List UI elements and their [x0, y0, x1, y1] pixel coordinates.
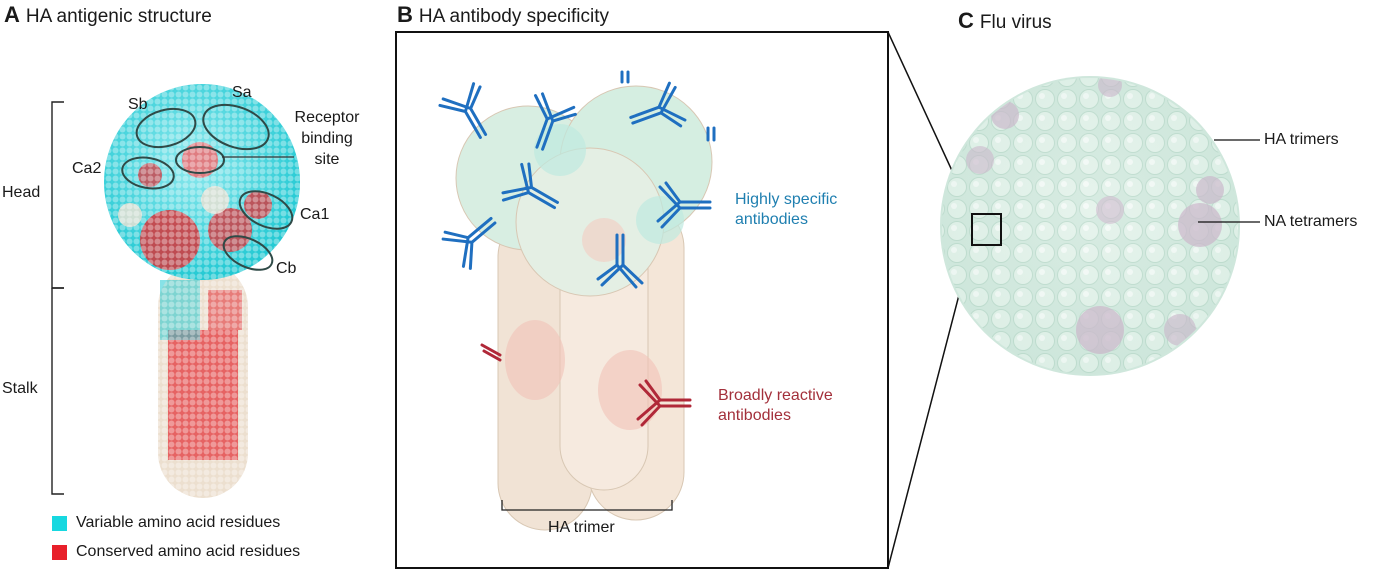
legend-item-variable: Variable amino acid residues: [52, 514, 300, 532]
site-ca2-ellipse: [121, 156, 175, 190]
zoom-line-bottom: [887, 244, 973, 569]
panel-b-title-text: HA antibody specificity: [418, 6, 609, 27]
panel-c-title-text: Flu virus: [979, 12, 1052, 33]
panel-a-letter: A: [4, 2, 20, 27]
broad-antibodies: [480, 343, 692, 427]
site-sa-ellipse: [202, 103, 270, 151]
broad-antibodies-label: Broadly reactive antibodies: [718, 386, 833, 426]
legend-label-variable: Variable amino acid residues: [76, 514, 281, 531]
site-cb-label: Cb: [276, 260, 297, 277]
broad-label-line1: Broadly reactive: [718, 387, 833, 404]
site-ca1-label: Ca1: [300, 206, 330, 223]
legend: Variable amino acid residues Conserved a…: [52, 514, 300, 561]
site-sa-label: Sa: [232, 84, 252, 101]
head-texture: [104, 84, 300, 280]
stalk-bracket: [51, 287, 64, 495]
receptor-label-line2: binding: [301, 130, 353, 147]
site-ca1-ellipse: [238, 190, 294, 230]
site-sb-label: Sb: [128, 96, 148, 113]
broad-label-line2: antibodies: [718, 407, 791, 424]
head-bracket: [51, 101, 64, 289]
legend-label-conserved: Conserved amino acid residues: [76, 543, 301, 560]
na-tetramers-label: NA tetramers: [1264, 213, 1358, 230]
site-cb-ellipse: [222, 235, 274, 271]
legend-item-conserved: Conserved amino acid residues: [52, 543, 300, 561]
flu-virus: [940, 76, 1260, 376]
ha-trimer-label: HA trimer: [548, 519, 615, 536]
stalk-label: Stalk: [2, 380, 38, 397]
ha-monomer: [51, 84, 300, 498]
zoom-box: [971, 213, 1002, 246]
ha-trimer: [455, 85, 713, 531]
legend-swatch-conserved: [52, 544, 67, 560]
specific-antibodies: [438, 70, 716, 289]
specific-label-line2: antibodies: [735, 211, 808, 228]
panel-c-letter: C: [958, 8, 974, 33]
receptor-label-line1: Receptor: [294, 109, 360, 126]
specific-label-line1: Highly specific: [735, 191, 838, 208]
head-label: Head: [2, 184, 41, 201]
legend-swatch-variable: [52, 515, 67, 531]
panel-a-title-text: HA antigenic structure: [25, 6, 212, 27]
ha-trimers-label: HA trimers: [1264, 131, 1339, 148]
stalk-texture: [158, 262, 248, 498]
receptor-binding-site-label: Receptor binding site: [284, 107, 370, 170]
specific-antibodies-label: Highly specific antibodies: [735, 190, 837, 230]
site-sb-ellipse: [135, 107, 197, 149]
panel-b-letter: B: [397, 2, 413, 27]
trimer-bracket: [501, 500, 673, 511]
receptor-label-line3: site: [314, 151, 340, 168]
receptor-site-ellipse: [175, 146, 225, 174]
site-ca2-label: Ca2: [72, 160, 102, 177]
